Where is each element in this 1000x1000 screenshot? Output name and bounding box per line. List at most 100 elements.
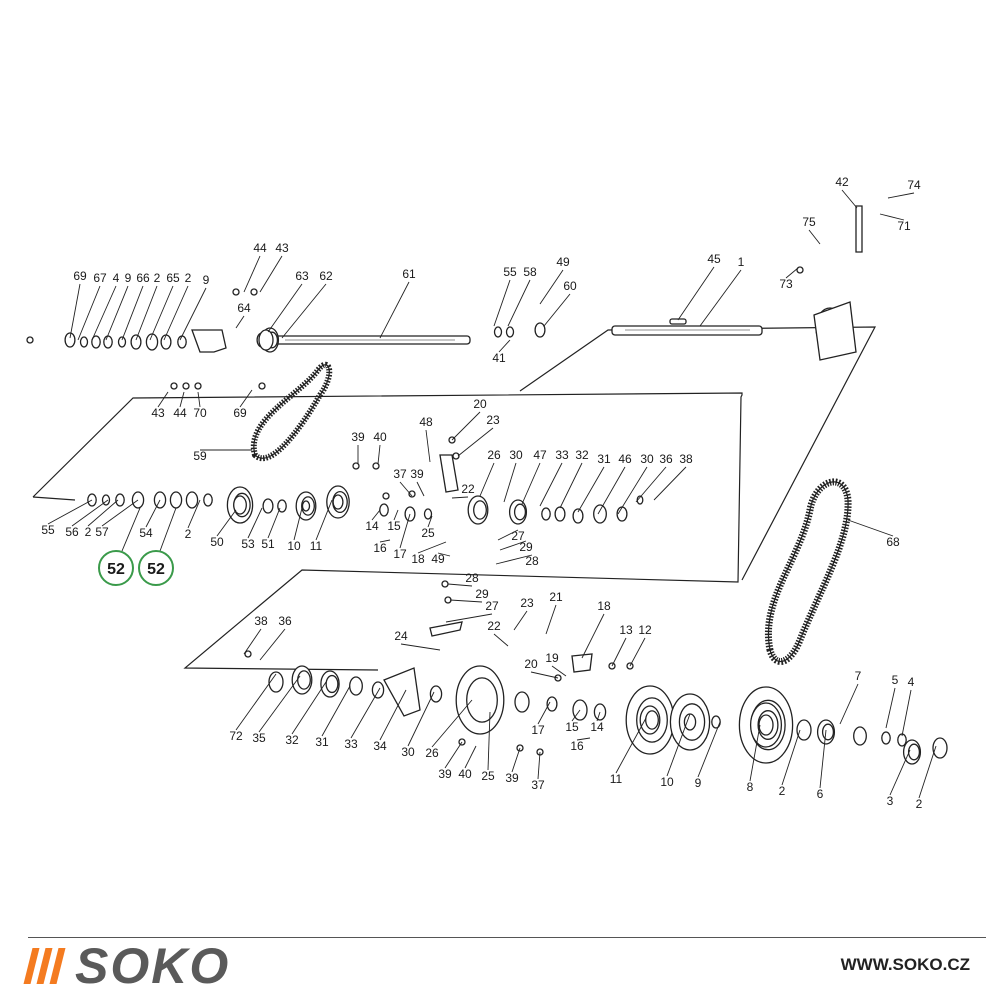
part-label: 22 bbox=[487, 619, 501, 633]
leader-line bbox=[596, 711, 601, 722]
part-label: 34 bbox=[373, 739, 387, 753]
leader-line bbox=[47, 499, 93, 525]
leader-line bbox=[71, 499, 109, 527]
leader-line bbox=[259, 628, 286, 661]
leader-line bbox=[629, 637, 646, 667]
part-ring bbox=[554, 506, 566, 522]
part-label: 10 bbox=[660, 775, 674, 789]
leader-line bbox=[464, 745, 477, 769]
part-ring bbox=[268, 671, 284, 693]
part-label: 61 bbox=[402, 267, 416, 281]
leader-line bbox=[445, 613, 493, 623]
part-ring-inner bbox=[297, 670, 311, 690]
leader-line bbox=[511, 747, 521, 773]
part-label: 36 bbox=[278, 614, 292, 628]
part-label: 27 bbox=[511, 529, 525, 543]
part-label: 75 bbox=[802, 215, 816, 229]
leader-line bbox=[885, 687, 896, 729]
part-label: 23 bbox=[520, 596, 534, 610]
part-label: 69 bbox=[233, 406, 247, 420]
leader-line bbox=[499, 540, 527, 551]
part-label: 31 bbox=[597, 452, 611, 466]
leader-line bbox=[216, 509, 237, 537]
part-label: 20 bbox=[473, 397, 487, 411]
part-ring bbox=[64, 332, 76, 348]
leader-line bbox=[785, 267, 799, 279]
bolt bbox=[796, 266, 804, 274]
leader-line bbox=[495, 554, 533, 565]
leader-line bbox=[235, 315, 245, 329]
bolt bbox=[382, 492, 390, 500]
leader-line bbox=[497, 529, 519, 541]
part-label: 36 bbox=[659, 452, 673, 466]
leader-line bbox=[571, 709, 581, 722]
leader-line bbox=[258, 675, 301, 733]
part-ring-inner bbox=[821, 723, 835, 741]
part-ring bbox=[493, 326, 503, 338]
leader-line bbox=[179, 287, 207, 341]
leader-line bbox=[239, 389, 253, 408]
part-label: 45 bbox=[707, 252, 721, 266]
bracket-34 bbox=[383, 667, 421, 717]
leader-line bbox=[666, 713, 691, 777]
leader-line bbox=[431, 699, 473, 748]
part-label: 3 bbox=[887, 794, 894, 808]
bolt bbox=[372, 462, 380, 470]
part-label: 55 bbox=[503, 265, 517, 279]
part-label: 53 bbox=[241, 537, 255, 551]
part-ring bbox=[758, 714, 774, 736]
leader-line bbox=[449, 599, 483, 603]
part-label: 44 bbox=[253, 241, 267, 255]
part-label: 42 bbox=[835, 175, 849, 189]
leader-line bbox=[379, 281, 410, 339]
part-label: 14 bbox=[365, 519, 379, 533]
part-ring bbox=[169, 491, 183, 509]
part-label: 14 bbox=[590, 720, 604, 734]
part-label: 29 bbox=[519, 540, 533, 554]
leader-line bbox=[293, 507, 303, 541]
leader-line bbox=[611, 637, 627, 667]
part-label: 70 bbox=[193, 406, 207, 420]
leader-line bbox=[493, 279, 511, 327]
leader-line bbox=[839, 683, 859, 725]
leader-line bbox=[281, 283, 327, 339]
part-label: 11 bbox=[310, 539, 323, 553]
leader-line bbox=[841, 189, 858, 209]
part-ring bbox=[130, 334, 142, 350]
part-ring bbox=[233, 495, 247, 515]
part-label: 74 bbox=[907, 178, 921, 192]
leader-line bbox=[243, 255, 261, 293]
leader-line bbox=[451, 496, 469, 499]
part-label: 16 bbox=[373, 541, 387, 555]
part-label: 15 bbox=[565, 720, 579, 734]
leader-line bbox=[447, 583, 473, 587]
gearbox-housing bbox=[813, 301, 857, 361]
part-label: 30 bbox=[509, 448, 523, 462]
part-ring-inner bbox=[645, 710, 659, 730]
part-label: 46 bbox=[618, 452, 632, 466]
part-label: 30 bbox=[401, 745, 415, 759]
part-label: 39 bbox=[351, 430, 365, 444]
leader-line bbox=[69, 283, 81, 339]
part-label: 69 bbox=[73, 269, 87, 283]
part-label: 22 bbox=[461, 482, 475, 496]
part-label: 21 bbox=[549, 590, 563, 604]
soko-logo: SOKO bbox=[23, 941, 230, 991]
part-ring bbox=[379, 503, 389, 517]
leader-line bbox=[291, 681, 327, 735]
part-ring bbox=[505, 326, 515, 338]
part-ring bbox=[185, 491, 199, 509]
bolt bbox=[26, 336, 34, 344]
part-ring-inner bbox=[325, 674, 339, 694]
leader-line bbox=[197, 391, 201, 408]
part-ring bbox=[117, 336, 127, 348]
lever-27 bbox=[429, 621, 463, 637]
leader-line bbox=[157, 391, 169, 408]
leader-line bbox=[243, 628, 262, 655]
leader-line bbox=[635, 466, 667, 503]
part-label: 1 bbox=[738, 255, 745, 269]
part-label: 18 bbox=[411, 552, 425, 566]
part-label: 23 bbox=[486, 413, 500, 427]
